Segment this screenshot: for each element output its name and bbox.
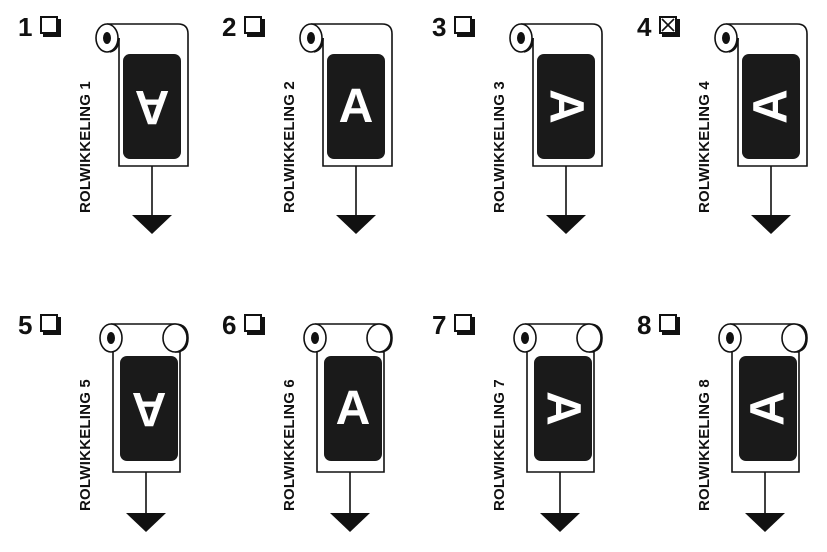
label-letter: A bbox=[537, 391, 590, 426]
label-letter: A bbox=[336, 382, 371, 435]
option-number: 7 bbox=[432, 310, 447, 340]
label-panel bbox=[327, 54, 385, 159]
option-number: 3 bbox=[432, 12, 447, 42]
option-number: 5 bbox=[18, 310, 33, 340]
label-panel bbox=[742, 54, 800, 159]
roll-icon: A bbox=[299, 23, 393, 234]
label-panel bbox=[120, 356, 178, 461]
down-arrow-icon bbox=[745, 513, 785, 532]
option-checkbox[interactable] bbox=[659, 16, 677, 34]
option-checkbox[interactable] bbox=[40, 314, 58, 332]
label-letter: A bbox=[540, 89, 593, 124]
label-letter: A bbox=[135, 80, 170, 133]
down-arrow-icon bbox=[540, 513, 580, 532]
option-checkbox[interactable] bbox=[244, 314, 262, 332]
down-arrow-icon bbox=[336, 215, 376, 234]
roll-icon: A bbox=[718, 323, 808, 532]
label-letter: A bbox=[132, 382, 167, 435]
roll-core-hole bbox=[307, 32, 315, 44]
roll-core-hole bbox=[107, 332, 115, 344]
roll-icon: A bbox=[99, 323, 189, 532]
roll-core-hole bbox=[517, 32, 525, 44]
roll-icon: A bbox=[95, 23, 189, 234]
down-arrow-icon bbox=[132, 215, 172, 234]
option-number: 8 bbox=[637, 310, 652, 340]
down-arrow-icon bbox=[546, 215, 586, 234]
roll-end bbox=[781, 323, 807, 353]
label-panel bbox=[537, 54, 595, 159]
roll-core-hole bbox=[722, 32, 730, 44]
roll-core-hole bbox=[726, 332, 734, 344]
roll-icon: A bbox=[303, 323, 393, 532]
option-number: 1 bbox=[18, 12, 33, 42]
roll-core-hole bbox=[311, 332, 319, 344]
down-arrow-icon bbox=[751, 215, 791, 234]
checkmark-x-icon bbox=[661, 18, 675, 32]
label-letter: A bbox=[742, 391, 795, 426]
label-panel bbox=[739, 356, 797, 461]
label-panel bbox=[534, 356, 592, 461]
roll-core-hole bbox=[103, 32, 111, 44]
option-checkbox[interactable] bbox=[40, 16, 58, 34]
option-checkbox[interactable] bbox=[659, 314, 677, 332]
option-checkbox[interactable] bbox=[244, 16, 262, 34]
down-arrow-icon bbox=[330, 513, 370, 532]
label-letter: A bbox=[745, 89, 798, 124]
option-number: 6 bbox=[222, 310, 237, 340]
option-number: 4 bbox=[637, 12, 652, 42]
roll-end bbox=[576, 323, 602, 353]
label-panel bbox=[123, 54, 181, 159]
roll-core-hole bbox=[521, 332, 529, 344]
label-letter: A bbox=[339, 80, 374, 133]
roll-end bbox=[366, 323, 392, 353]
roll-icon: A bbox=[714, 23, 808, 234]
label-panel bbox=[324, 356, 382, 461]
roll-end bbox=[162, 323, 188, 353]
roll-icon: A bbox=[509, 23, 603, 234]
option-checkbox[interactable] bbox=[454, 314, 472, 332]
roll-icon: A bbox=[513, 323, 603, 532]
down-arrow-icon bbox=[126, 513, 166, 532]
option-number: 2 bbox=[222, 12, 237, 42]
option-checkbox[interactable] bbox=[454, 16, 472, 34]
